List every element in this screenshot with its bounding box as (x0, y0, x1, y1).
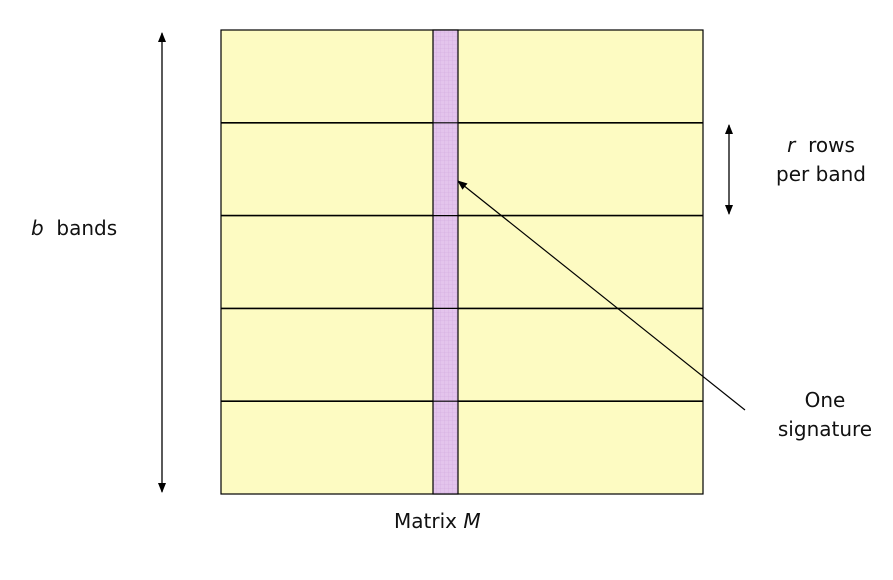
rows-per-band-label: r rows per band (766, 131, 876, 189)
signature-column (432, 29, 459, 495)
signature-pointer-arrow (457, 180, 746, 411)
matrix-text: Matrix (394, 509, 457, 533)
bands-variable: b (31, 216, 44, 240)
signature-line2: signature (777, 417, 873, 441)
bands-label: b bands (31, 214, 117, 243)
rows-variable: r (787, 133, 796, 157)
bands-text: bands (56, 216, 118, 240)
band-dividers (221, 122, 703, 403)
rows-per-band-line2: per band (776, 162, 866, 186)
rows-per-band-line1: r rows (766, 131, 876, 160)
matrix-label: Matrix M (394, 507, 481, 536)
signature-line1: One (804, 388, 846, 412)
band-dividers-over-signature (433, 122, 458, 402)
signature-label: One signature (770, 386, 880, 444)
rows-text: rows (808, 133, 855, 157)
matrix-m (220, 29, 704, 495)
matrix-variable: M (463, 509, 481, 533)
